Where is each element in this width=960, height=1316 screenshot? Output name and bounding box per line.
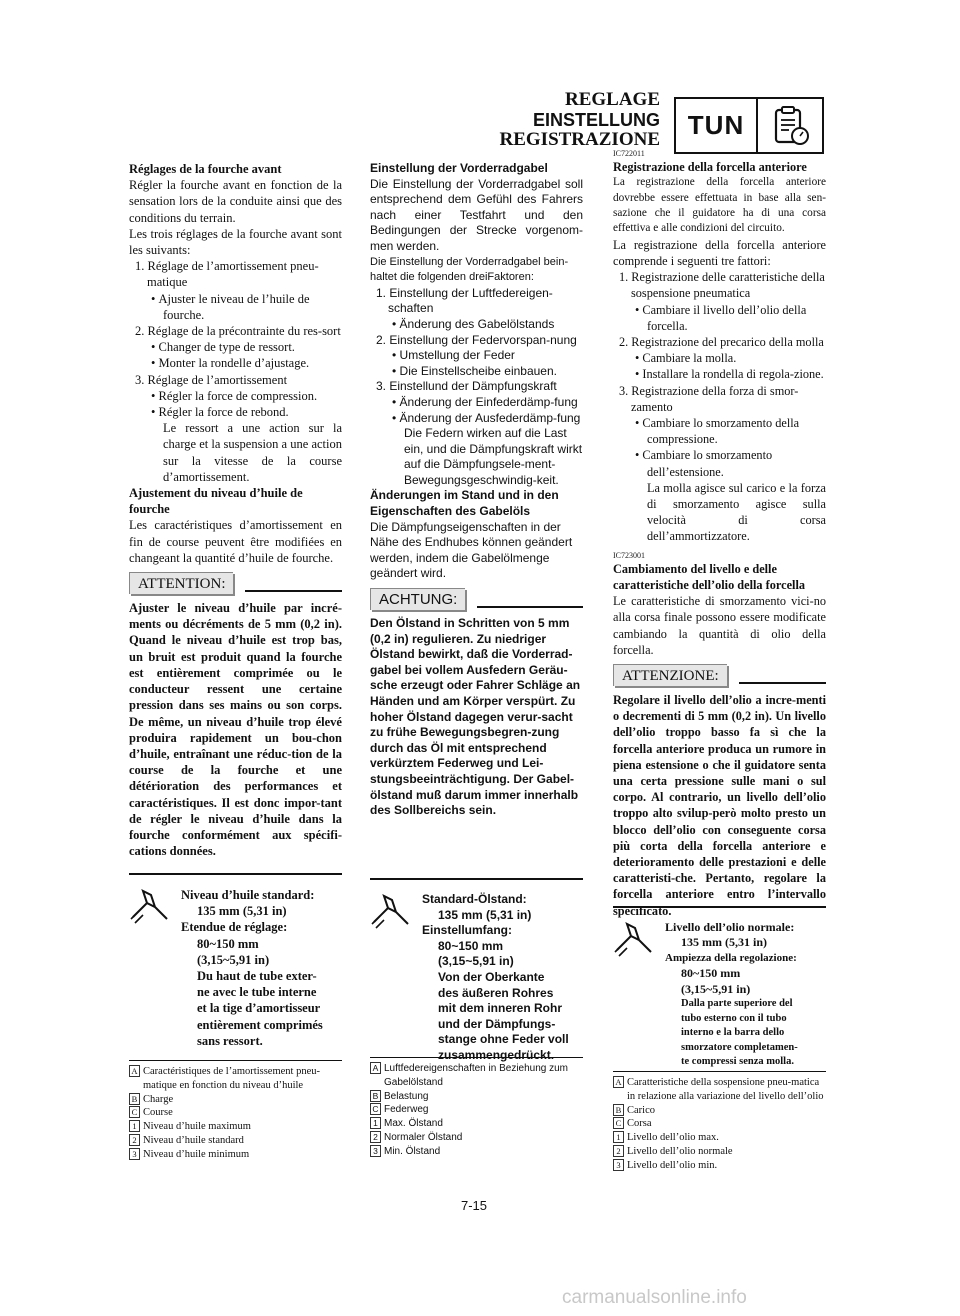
title-it: REGISTRAZIONE <box>499 129 661 150</box>
bullet-item: • Cambiare il livello dell’olio della fo… <box>635 302 807 333</box>
bullet-item: • Régler la force de compression. <box>151 388 318 403</box>
heading-fr: Réglages de la fourche avant <box>129 162 282 176</box>
ref-code: IC722011 <box>613 149 645 158</box>
warning-text-de: Den Ölstand in Schritten von 5 mm (0,2 i… <box>370 616 581 818</box>
list-item: 3. Registrazione della forza di smor-zam… <box>619 383 799 414</box>
clipboard-timer-icon <box>758 99 822 152</box>
warning-header-it: ATTENZIONE: <box>613 663 826 686</box>
heading2-fr: Ajustement du niveau d’huile de fourche <box>129 486 303 517</box>
warning-label: ATTENTION: <box>129 572 234 595</box>
heading-it: Registrazione della forcella anteriore <box>613 160 807 174</box>
intro-de: Die Einstellung der Vorderradgabel soll … <box>370 176 583 253</box>
heading-de: Einstellung der Vorderradgabel <box>370 161 548 175</box>
title-de: EINSTELLUNG <box>532 110 660 130</box>
bullet-item: • Ajuster le niveau de l’huile de fourch… <box>151 291 310 322</box>
bullet-item: • Umstellung der Feder <box>392 348 515 363</box>
wrench-spec-icon <box>129 885 173 929</box>
heading2-de: Änderungen im Stand und in den Eigenscha… <box>370 488 559 519</box>
intro-it: La registrazione della forcella anterior… <box>613 176 826 235</box>
note-it: La molla agisce sul carico e la forza di… <box>647 480 826 544</box>
section-titles: REGLAGE EINSTELLUNG REGISTRAZIONE <box>500 90 661 150</box>
warning-label: ATTENZIONE: <box>613 663 727 686</box>
heading2-it: Cambiamento del livello e delle caratter… <box>613 561 806 592</box>
note-de: Die Federn wirken auf die Last ein, und … <box>404 426 583 487</box>
bullet-item: • Monter la rondelle d’ajustage. <box>151 356 310 371</box>
bullet-item: • Cambiare lo smorzamento dell’estension… <box>635 448 773 479</box>
section-badge: TUN <box>674 97 824 154</box>
column-french: Réglages de la fourche avant Régler la f… <box>129 161 342 859</box>
warning-text-fr: Ajuster le niveau d’huile par incré-ment… <box>129 601 342 859</box>
bullet-item: • Die Einstellscheibe einbauen. <box>392 363 557 378</box>
bullet-item: • Änderung der Ausfederdämp-fung <box>392 410 581 425</box>
list-item: 3. Réglage de l’amortissement <box>135 372 288 387</box>
list-item: 1. Registrazione delle caratteristiche d… <box>619 270 825 301</box>
warning-header-fr: ATTENTION: <box>129 572 342 595</box>
list-item: 2. Réglage de la précontrainte du res-so… <box>135 324 341 339</box>
list-item: 2. Einstellung der Federvorspan-nung <box>376 332 577 347</box>
warning-header-de: ACHTUNG: <box>370 588 583 611</box>
intro-fr: Régler la fourche avant en fonction de l… <box>129 178 342 225</box>
spec-text: Niveau d’huile standard: 135 mm (5,31 in… <box>181 888 323 1048</box>
list-item: 1. Réglage de l’amortissement pneu-matiq… <box>135 259 319 290</box>
para2-it: Le caratteristiche di smorzamento vici-n… <box>613 594 826 657</box>
spec-box-de: Standard-Ölstand: 135 mm (5,31 in) Einst… <box>370 878 583 1062</box>
list-item: 3. Einstellund der Dämpfungskraft <box>376 379 557 394</box>
spec-text: Livello dell’olio normale: 135 mm (5,31 … <box>665 920 798 1068</box>
bullet-item: • Änderung des Gabelölstands <box>392 316 555 331</box>
page-number: 7-15 <box>461 1198 488 1213</box>
ref-code: IC723001 <box>613 550 645 560</box>
section-code: TUN <box>676 99 758 152</box>
title-fr: REGLAGE <box>564 89 660 110</box>
watermark: carmanualsonline.info <box>562 1287 747 1308</box>
bullet-item: • Régler la force de rebond. <box>151 405 289 420</box>
list-item: 2. Registrazione del precarico della mol… <box>619 335 824 350</box>
bullet-item: • Changer de type de ressort. <box>151 340 295 355</box>
wrench-spec-icon <box>370 890 414 935</box>
spec-box-it: Livello dell’olio normale: 135 mm (5,31 … <box>613 906 826 1072</box>
warning-label: ACHTUNG: <box>370 588 466 611</box>
bullet-item: • Änderung der Einfederdämp-fung <box>392 394 578 409</box>
spec-box-fr: Niveau d’huile standard: 135 mm (5,31 in… <box>129 873 342 1061</box>
intro2-de: Die Einstellung der Vorderradgabel bein-… <box>370 255 569 284</box>
bullet-item: • Installare la rondella di regola-zione… <box>635 367 824 382</box>
intro2-fr: Les trois réglages de la fourche avant s… <box>129 226 342 258</box>
note-fr: Le ressort a une action sur la charge et… <box>163 421 342 484</box>
column-german: Einstellung der Vorderradgabel Die Einst… <box>370 161 583 819</box>
para2-de: Die Dämpfungseigenschaften in der Nähe d… <box>370 519 573 581</box>
bullet-item: • Cambiare la molla. <box>635 351 737 366</box>
wrench-spec-icon <box>613 918 657 962</box>
spec-text: Standard-Ölstand: 135 mm (5,31 in) Einst… <box>422 892 569 1062</box>
list-item: 1. Einstellung der Luftfedereigen-schaft… <box>376 285 553 316</box>
warning-rule <box>477 606 583 609</box>
intro2-it: La registrazione della forcella anterior… <box>613 237 826 269</box>
bullet-item: • Cambiare lo smorzamento della compress… <box>635 416 800 447</box>
column-italian: IC722011 Registrazione della forcella an… <box>613 149 826 919</box>
warning-rule <box>245 590 342 593</box>
warning-rule <box>738 681 826 684</box>
warning-text-it: Regolare il livello dell’olio a incre-me… <box>613 692 826 918</box>
para2-fr: Les caractéristiques d’amortissement en … <box>129 518 342 565</box>
